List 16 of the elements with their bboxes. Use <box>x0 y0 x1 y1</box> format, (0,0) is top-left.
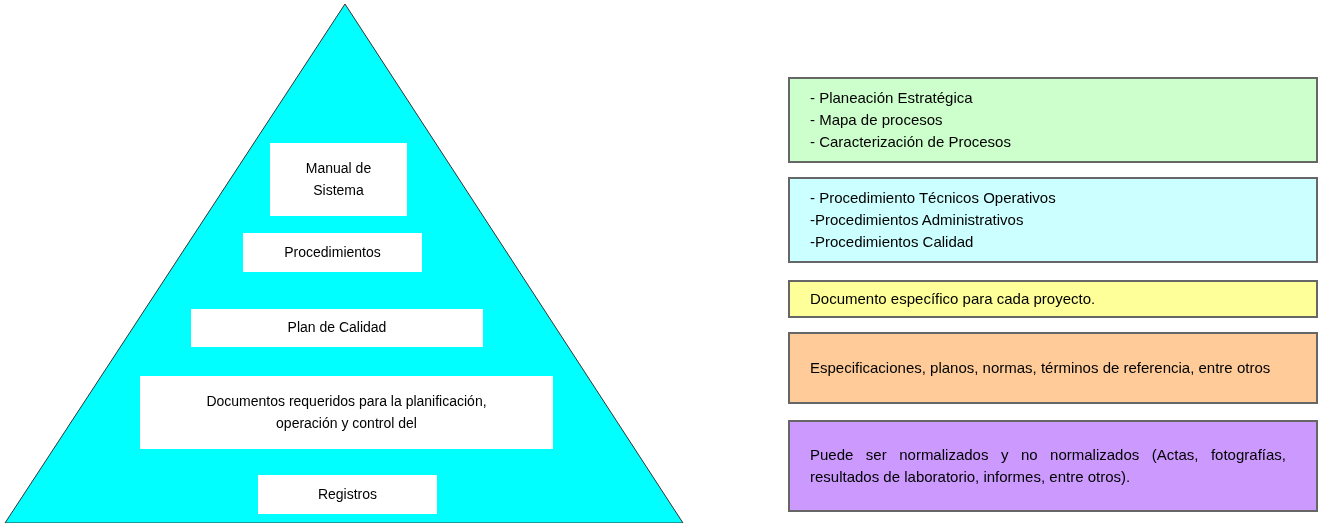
list-item: - Planeación Estratégica <box>810 88 974 109</box>
level-box: Documentos requeridos para la planificación, operación y control del <box>140 376 553 449</box>
list-item: - Procedimiento Técnicos Operativos <box>810 188 1057 209</box>
level-box: Plan de Calidad <box>191 309 483 347</box>
level-box: Procedimientos <box>243 233 422 272</box>
level-box: Registros <box>258 475 437 514</box>
description-box: Documento específico para cada proyecto. <box>788 280 1318 318</box>
list-item: - Caracterización de Procesos <box>810 131 1012 152</box>
description-box <box>788 77 1318 163</box>
description-box: Especificaciones, planos, normas, términos de referencia, entre otros <box>788 332 1318 404</box>
list-item: - Mapa de procesos <box>810 110 944 131</box>
description-box: Puede ser normalizados y no normalizados (Actas, fotografías, resultados de laboratorio, informes, entre otros). <box>788 420 1318 512</box>
list-item: -Procedimientos Calidad <box>810 231 975 252</box>
list-item: -Procedimientos Administrativos <box>810 210 1025 231</box>
level-box: Manual de Sistema <box>270 143 407 216</box>
description-box <box>788 177 1318 263</box>
